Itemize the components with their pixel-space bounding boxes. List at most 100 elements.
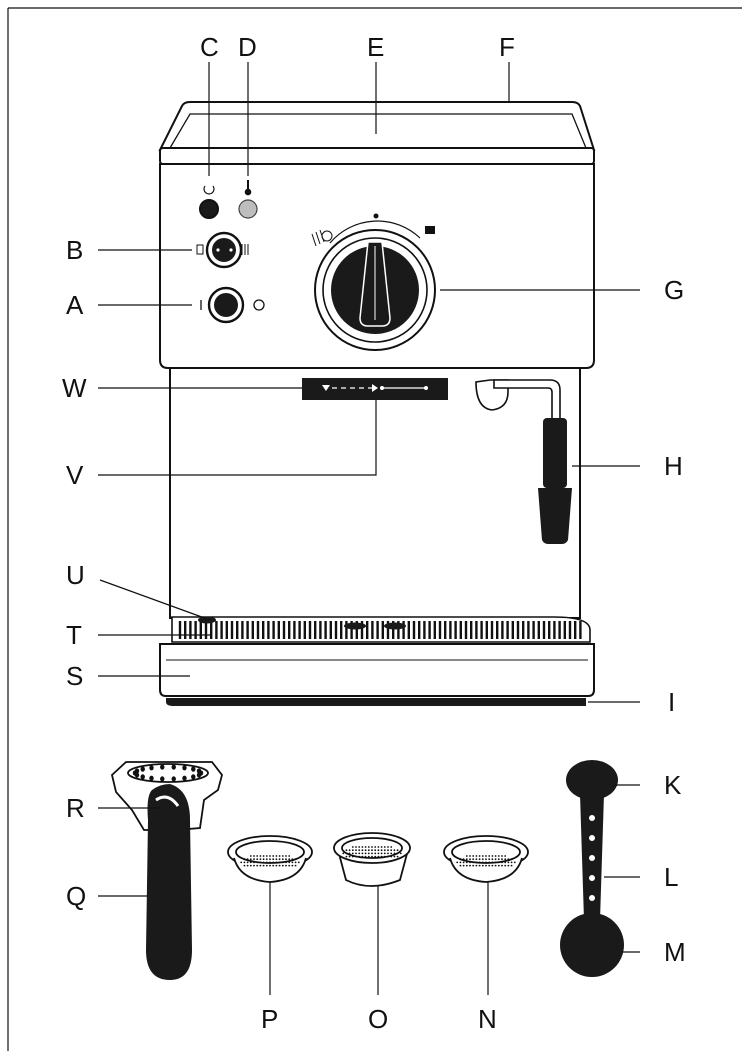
label-C: C [200, 32, 219, 62]
perforation [374, 855, 377, 858]
measuring-spoon-tamper [560, 760, 624, 977]
perforation [291, 858, 294, 861]
perforation [504, 858, 507, 861]
perforation [262, 861, 265, 864]
perforation [504, 864, 507, 867]
perforation [494, 861, 497, 864]
dial-cup-icon [425, 226, 435, 234]
perforation [355, 846, 357, 848]
handle-highlight [155, 795, 180, 807]
perforation [494, 864, 497, 867]
label-D: D [238, 32, 257, 62]
perforation [288, 864, 291, 867]
dial-arc [329, 220, 421, 244]
perforation [390, 849, 393, 852]
perforation [265, 861, 268, 864]
label-V: V [66, 460, 84, 490]
perforation [265, 864, 268, 867]
perforation [383, 846, 386, 848]
power-lamp [199, 199, 219, 219]
float-indicator [198, 616, 216, 624]
perforation [262, 855, 265, 857]
perforation [472, 861, 475, 864]
coffee-machine [158, 101, 596, 706]
page-frame [7, 7, 742, 1051]
perforation [249, 855, 252, 857]
ring-hole [160, 764, 165, 770]
perforation [367, 846, 370, 848]
perforation [265, 858, 268, 861]
filter-holder-handle[interactable] [146, 784, 192, 980]
drip-tray [159, 643, 595, 697]
label-W: W [62, 373, 87, 403]
label-U: U [66, 560, 85, 590]
perforation [472, 858, 475, 861]
perforation [345, 855, 348, 858]
perforation [462, 864, 465, 867]
perforation [249, 864, 252, 867]
temperature-lamp [238, 199, 258, 219]
ring-hole [191, 774, 196, 780]
perforation [288, 858, 291, 861]
perforation [374, 849, 377, 852]
perforation [256, 861, 259, 864]
perforation [488, 858, 491, 861]
perforation [494, 855, 497, 857]
perforation [351, 855, 354, 858]
perforation [297, 861, 300, 864]
steam-switch-knob [212, 238, 236, 262]
perforation [351, 846, 354, 848]
perforation [253, 861, 255, 864]
perforation [491, 855, 494, 857]
label-R: R [66, 793, 85, 823]
perforation [497, 858, 500, 861]
perforation [475, 855, 478, 857]
tamper [560, 913, 624, 977]
perforation [501, 855, 503, 857]
label-E: E [367, 32, 384, 62]
water-level-pointer-icon [372, 384, 378, 392]
perforation [351, 849, 354, 852]
perforation [240, 861, 243, 864]
perforation [364, 849, 367, 852]
ring-hole [182, 775, 187, 781]
perforation [380, 846, 383, 848]
machine-column [169, 366, 581, 619]
perforation [478, 861, 481, 864]
top-lid-edge [159, 147, 595, 165]
ring-hole [149, 775, 154, 781]
perforation [364, 846, 367, 848]
perforation [243, 858, 246, 861]
filter-holder-holes [132, 764, 204, 782]
perforation [246, 864, 249, 867]
perforation [371, 855, 373, 858]
perforation [478, 864, 481, 867]
ring-hole [196, 772, 202, 778]
perforation [367, 855, 370, 858]
perforation [288, 861, 291, 864]
perforation [459, 864, 462, 867]
perforation [275, 864, 278, 867]
perforation [281, 864, 284, 867]
perforation [380, 849, 383, 852]
perforation [469, 861, 471, 864]
perforation [465, 864, 468, 867]
perforation [507, 864, 510, 867]
filter-single [227, 835, 313, 883]
perforation [281, 858, 284, 861]
perforation [485, 858, 487, 861]
ring-hole [196, 768, 202, 774]
steam-nozzle-sleeve [543, 418, 567, 488]
perforation [285, 861, 287, 864]
perforation [390, 855, 393, 858]
perforation [371, 846, 373, 848]
perforation [374, 852, 377, 855]
perforation [472, 864, 475, 867]
perforation [358, 846, 361, 848]
perforation [465, 855, 468, 857]
label-K: K [664, 770, 682, 800]
power-switch-knob [214, 293, 238, 317]
base-foot [166, 698, 586, 706]
label-N: N [478, 1004, 497, 1034]
